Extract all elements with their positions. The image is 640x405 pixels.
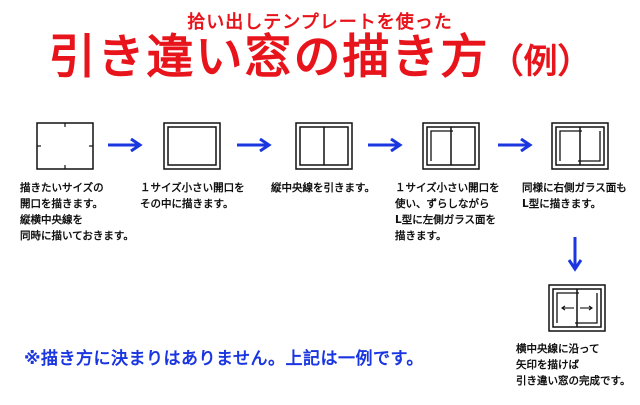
window-step-6: [548, 284, 606, 332]
step-1-caption: 描きたいサイズの 開口を描きます。 縦横中央線を 同時に描いておきます。: [20, 182, 134, 242]
arrow-right-icon: [237, 138, 272, 152]
step-6-caption: 横中央線に沿って 矢印を描けば 引き違い窓の完成です。: [516, 343, 631, 387]
step-4-caption: １サイズ小さい開口を 使い、ずらしながら L型に左側ガラス面を 描きます。: [395, 182, 500, 242]
step-3-caption: 縦中央線を引きます。: [271, 182, 375, 194]
window-step-5: [551, 122, 609, 170]
window-step-3: [295, 122, 353, 170]
window-step-1: [36, 122, 94, 170]
step-5-caption: 同様に右側ガラス面も L型に描きます。: [522, 182, 627, 210]
window-step-2: [163, 122, 221, 170]
subtitle: 拾い出しテンプレートを使った: [187, 12, 453, 33]
footer-note: ※描き方に決まりはありません。上記は一例です。: [24, 349, 424, 369]
arrow-down-icon: [567, 237, 583, 272]
title-suffix: （例）: [489, 42, 592, 82]
title-main: 引き違い窓の描き方: [48, 30, 490, 85]
page-title: 引き違い窓の描き方（例）: [0, 30, 640, 90]
window-step-4: [422, 122, 480, 170]
arrow-right-icon: [368, 138, 403, 152]
step-2-caption: １サイズ小さい開口を その中に描きます。: [140, 182, 245, 210]
arrow-right-icon: [108, 138, 143, 152]
arrow-right-icon: [498, 138, 533, 152]
